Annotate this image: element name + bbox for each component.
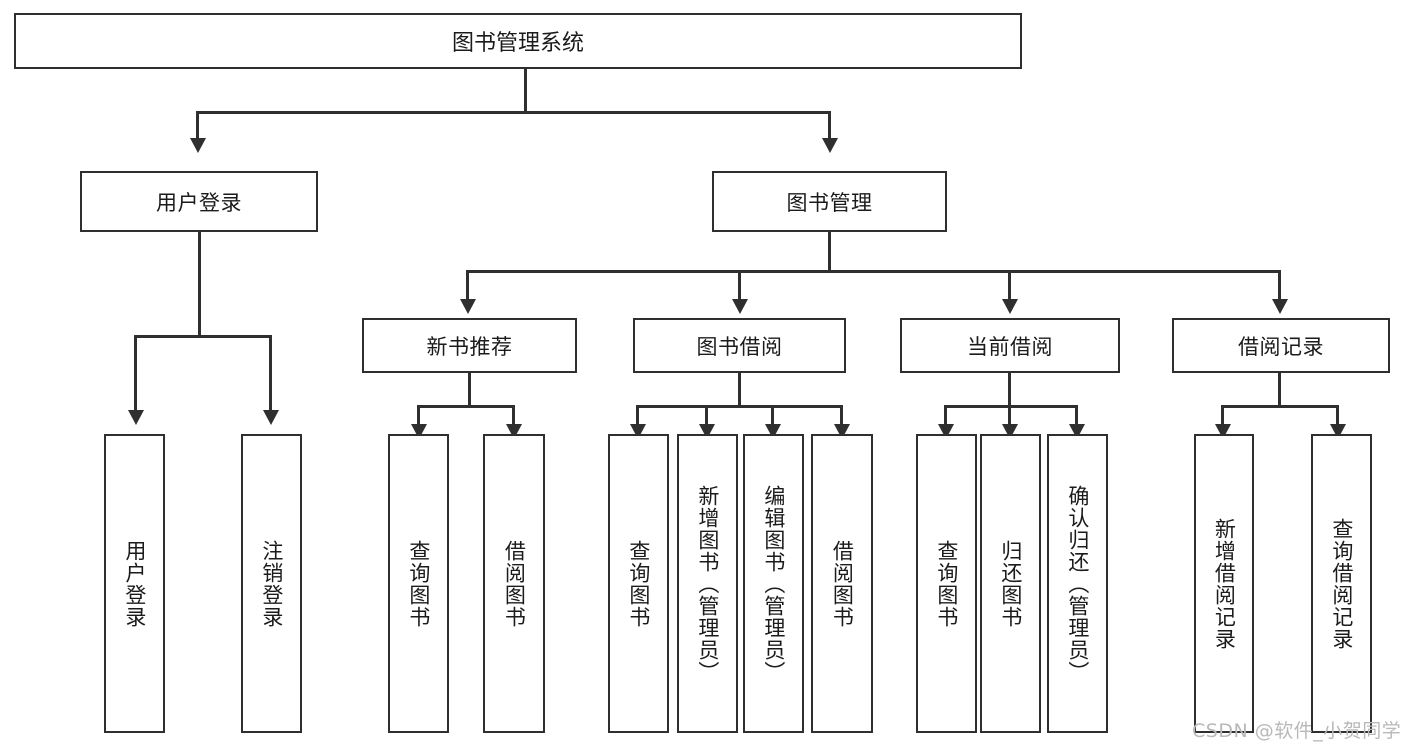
node-label: 归还图书: [998, 539, 1023, 628]
edge-new-books-stem: [468, 373, 471, 405]
node-label: 查询图书: [626, 539, 651, 628]
node-label: 新增借阅记录: [1212, 517, 1237, 650]
arrow-user-login-to-leaf-2: [263, 410, 279, 425]
edge-borrow-bus: [636, 405, 843, 408]
arrow-book-mgmt-to-new-books: [460, 299, 476, 314]
leaf-confirm-return-admin[interactable]: 确认归还（管理员）: [1047, 434, 1108, 733]
arrow-book-mgmt-to-records: [1272, 299, 1288, 314]
node-label: 新书推荐: [426, 334, 513, 359]
node-book-management[interactable]: 图书管理: [712, 171, 947, 232]
node-label: 用户登录: [156, 190, 242, 215]
edge-current-bus: [944, 405, 1078, 408]
leaf-add-borrow-record[interactable]: 新增借阅记录: [1194, 434, 1254, 733]
edge-user-login-bus: [134, 335, 272, 338]
node-label: 编辑图书（管理员）: [761, 484, 786, 683]
node-label: 借阅图书: [830, 539, 855, 628]
leaf-borrow-book[interactable]: 借阅图书: [811, 434, 873, 733]
edge-records-to-leaf-2: [1336, 405, 1339, 427]
edge-records-to-leaf-1: [1221, 405, 1224, 427]
node-borrow-records[interactable]: 借阅记录: [1172, 318, 1390, 373]
edge-borrow-to-leaf-3: [771, 405, 774, 427]
leaf-query-book-newbooks[interactable]: 查询图书: [388, 434, 449, 733]
arrow-user-login-to-leaf-1: [128, 410, 144, 425]
leaf-user-login[interactable]: 用户登录: [104, 434, 165, 733]
node-label: 图书管理: [786, 190, 873, 215]
edge-book-mgmt-to-current: [1008, 270, 1011, 302]
leaf-borrow-book-newbooks[interactable]: 借阅图书: [483, 434, 545, 733]
edge-borrow-stem: [738, 373, 741, 405]
edge-user-login-stem: [198, 232, 201, 335]
edge-root-to-user-login: [196, 111, 199, 141]
edge-book-mgmt-to-records: [1278, 270, 1281, 302]
edge-borrow-to-leaf-1: [636, 405, 639, 427]
node-new-book-recommend[interactable]: 新书推荐: [362, 318, 577, 373]
edge-book-mgmt-stem: [828, 232, 831, 270]
edge-book-mgmt-to-new-books: [466, 270, 469, 302]
node-label: 借阅图书: [502, 539, 527, 628]
arrow-book-mgmt-to-borrow: [732, 299, 748, 314]
node-label: 注销登录: [259, 539, 284, 628]
edge-new-books-to-leaf-1: [417, 405, 420, 427]
edge-book-mgmt-to-borrow: [738, 270, 741, 302]
node-label: 图书管理系统: [451, 31, 584, 56]
node-book-borrow[interactable]: 图书借阅: [633, 318, 846, 373]
leaf-query-book-current[interactable]: 查询图书: [916, 434, 977, 733]
edge-borrow-to-leaf-2: [705, 405, 708, 427]
node-label: 借阅记录: [1238, 334, 1324, 359]
node-label: 查询借阅记录: [1329, 517, 1354, 650]
leaf-query-book-borrow[interactable]: 查询图书: [608, 434, 669, 733]
arrow-root-to-book-mgmt: [822, 138, 838, 153]
leaf-query-borrow-record[interactable]: 查询借阅记录: [1311, 434, 1372, 733]
node-root-system[interactable]: 图书管理系统: [14, 13, 1022, 69]
node-label: 当前借阅: [967, 334, 1053, 359]
edge-borrow-to-leaf-4: [840, 405, 843, 427]
watermark-csdn: CSDN @软件_小贺同学: [1192, 720, 1402, 742]
leaf-edit-book-admin[interactable]: 编辑图书（管理员）: [743, 434, 804, 733]
node-label: 查询图书: [406, 539, 431, 628]
node-label: 新增图书（管理员）: [695, 484, 720, 683]
edge-book-mgmt-bus: [466, 270, 1278, 273]
edge-root-bus: [196, 111, 830, 114]
edge-new-books-to-leaf-2: [512, 405, 515, 427]
node-current-borrow[interactable]: 当前借阅: [900, 318, 1120, 373]
arrow-book-mgmt-to-current: [1002, 299, 1018, 314]
leaf-add-book-admin[interactable]: 新增图书（管理员）: [677, 434, 738, 733]
edge-new-books-bus: [417, 405, 515, 408]
edge-current-to-leaf-3: [1075, 405, 1078, 427]
edge-root-stem: [524, 69, 527, 111]
edge-user-login-to-leaf-1: [134, 335, 137, 413]
node-label: 确认归还（管理员）: [1065, 484, 1090, 683]
edge-current-to-leaf-2: [1008, 405, 1011, 427]
node-user-login[interactable]: 用户登录: [80, 171, 318, 232]
leaf-return-book[interactable]: 归还图书: [980, 434, 1041, 733]
leaf-logout[interactable]: 注销登录: [241, 434, 302, 733]
edge-root-to-book-mgmt: [828, 111, 831, 141]
arrow-root-to-user-login: [190, 138, 206, 153]
edge-current-stem: [1008, 373, 1011, 405]
node-label: 查询图书: [934, 539, 959, 628]
edge-records-bus: [1221, 405, 1339, 408]
edge-records-stem: [1278, 373, 1281, 405]
edge-user-login-to-leaf-2: [269, 335, 272, 413]
node-label: 图书借阅: [696, 334, 783, 359]
node-label: 用户登录: [122, 539, 147, 628]
edge-current-to-leaf-1: [944, 405, 947, 427]
